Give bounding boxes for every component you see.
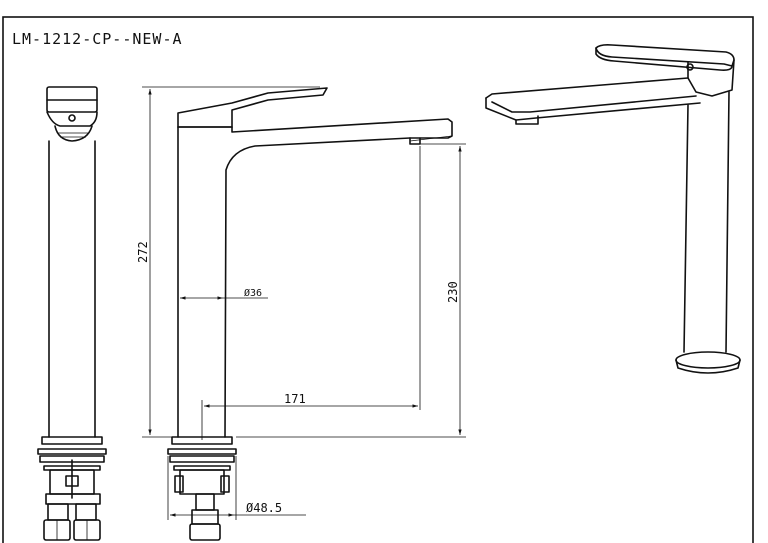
dim-base-diameter: Ø48.5: [246, 501, 282, 515]
dim-spout-reach: 171: [284, 392, 306, 406]
side-view: [37, 86, 107, 541]
dim-total-height: 272: [136, 241, 150, 263]
dim-body-diameter: Ø36: [244, 287, 262, 299]
drawing-frame: [2, 16, 754, 543]
iso-view: [485, 44, 741, 374]
front-view: [167, 87, 453, 541]
drawing-title: LM-1212-CP--NEW-A: [12, 30, 183, 48]
dim-spout-height: 230: [446, 281, 460, 303]
